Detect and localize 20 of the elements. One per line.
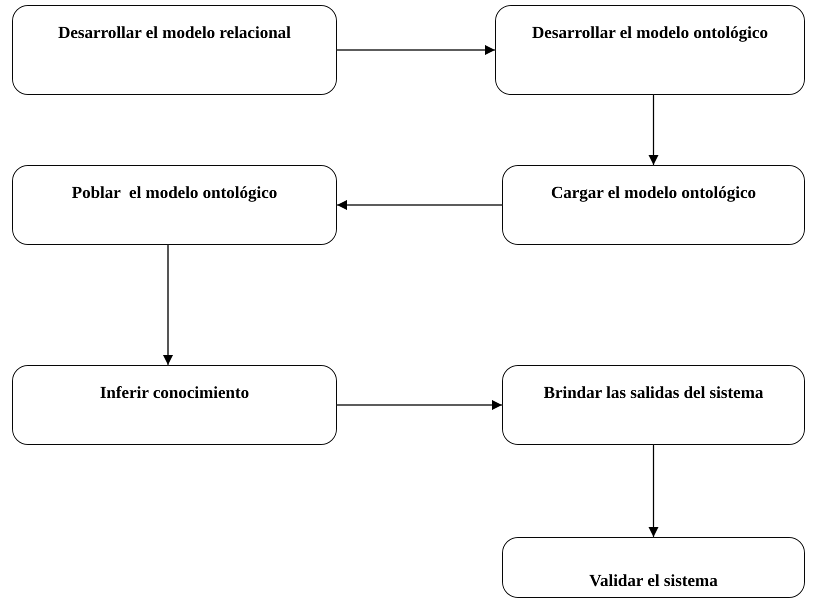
process-box [12,165,337,245]
step-label: Inferir conocimiento [100,382,250,404]
process-box [502,537,805,598]
arrow [163,245,173,365]
step-label: Brindar las salidas del sistema [544,382,764,404]
arrow [337,45,495,55]
step-label: Cargar el modelo ontológico [550,182,756,204]
step-label: Poblar el modelo ontológico [72,182,278,204]
process-box [502,165,805,245]
step-label: Desarrollar el modelo ontológico [532,22,768,44]
step-label: Validar el sistema [589,570,718,592]
step-label: Desarrollar el modelo relacional [58,22,291,44]
arrow [648,445,658,537]
arrow [648,95,658,165]
arrow [337,200,502,210]
process-box [495,5,805,95]
process-box [502,365,805,445]
process-box [12,5,337,95]
process-box [12,365,337,445]
arrow [337,400,502,410]
